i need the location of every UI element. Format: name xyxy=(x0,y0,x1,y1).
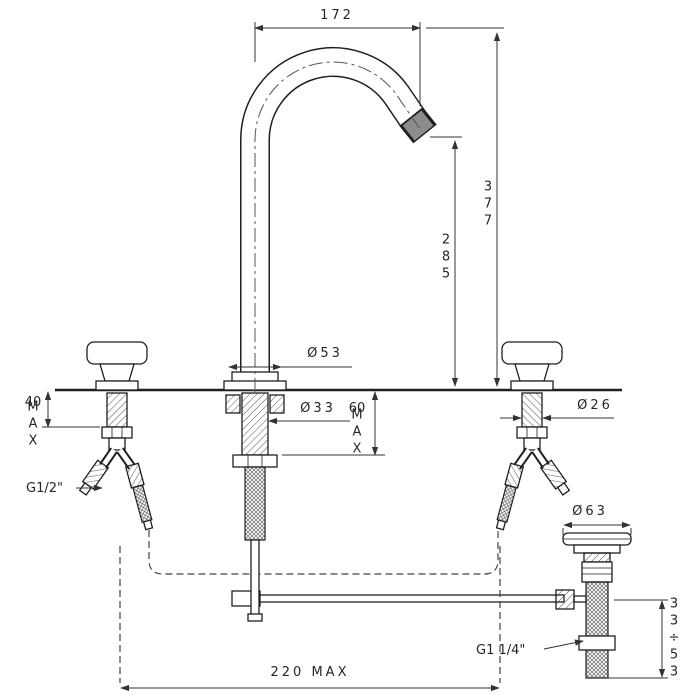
dim-spread: 220 MAX xyxy=(119,546,501,692)
dim-deck-max-center: 60 MAX xyxy=(282,391,385,459)
flexible-hose-route-dashed xyxy=(148,530,499,575)
dim-total-height-label: 377 xyxy=(481,180,496,231)
dim-deck-max-center-max-label: MAX xyxy=(350,408,365,459)
waste-range-label: 33÷53 xyxy=(667,597,682,682)
pop-up-rod xyxy=(231,590,587,607)
dim-outlet-height: 285 xyxy=(430,136,462,387)
inlet-thread-callout: G1/2" xyxy=(26,481,103,496)
spout xyxy=(223,47,437,392)
dim-deck-max-left-value-label: 40 xyxy=(25,395,42,410)
dim-outlet-height-label: 285 xyxy=(439,233,454,284)
dim-shank-diameter-label: Ø33 xyxy=(300,401,336,416)
waste-assembly xyxy=(555,532,632,679)
spout-centerline xyxy=(254,61,421,392)
spout-shank-assembly xyxy=(225,392,285,622)
right-handle xyxy=(494,342,572,530)
pop-up-lever-knob xyxy=(555,589,575,610)
dim-spout-reach: 172 xyxy=(254,8,421,106)
waste-thread-label: G1 1/4" xyxy=(476,643,525,658)
dim-handle-diameter: Ø26 xyxy=(500,398,614,422)
dim-spread-label: 220 MAX xyxy=(271,665,350,680)
inlet-thread-label: G1/2" xyxy=(26,481,63,496)
dim-handle-diameter-label: Ø26 xyxy=(577,398,613,413)
dim-deck-max-left-max-label: MAX xyxy=(26,400,41,451)
dim-waste-range: 33÷53 xyxy=(606,597,682,682)
dim-waste-diameter: Ø63 xyxy=(562,504,632,535)
dim-base-diameter-label: Ø53 xyxy=(307,346,343,361)
dim-shank-diameter: Ø33 xyxy=(268,401,350,425)
waste-thread-callout: G1 1/4" xyxy=(476,639,584,658)
waste-diameter-label: Ø63 xyxy=(572,504,608,519)
dim-spout-reach-label: 172 xyxy=(320,8,354,23)
dim-base-diameter: Ø53 xyxy=(228,346,352,371)
dim-deck-max-left: 40 MAX xyxy=(25,391,100,451)
left-handle xyxy=(78,342,156,530)
dim-deck-max-center-value-label: 60 xyxy=(349,401,366,416)
dim-total-height: 377 xyxy=(426,27,504,387)
